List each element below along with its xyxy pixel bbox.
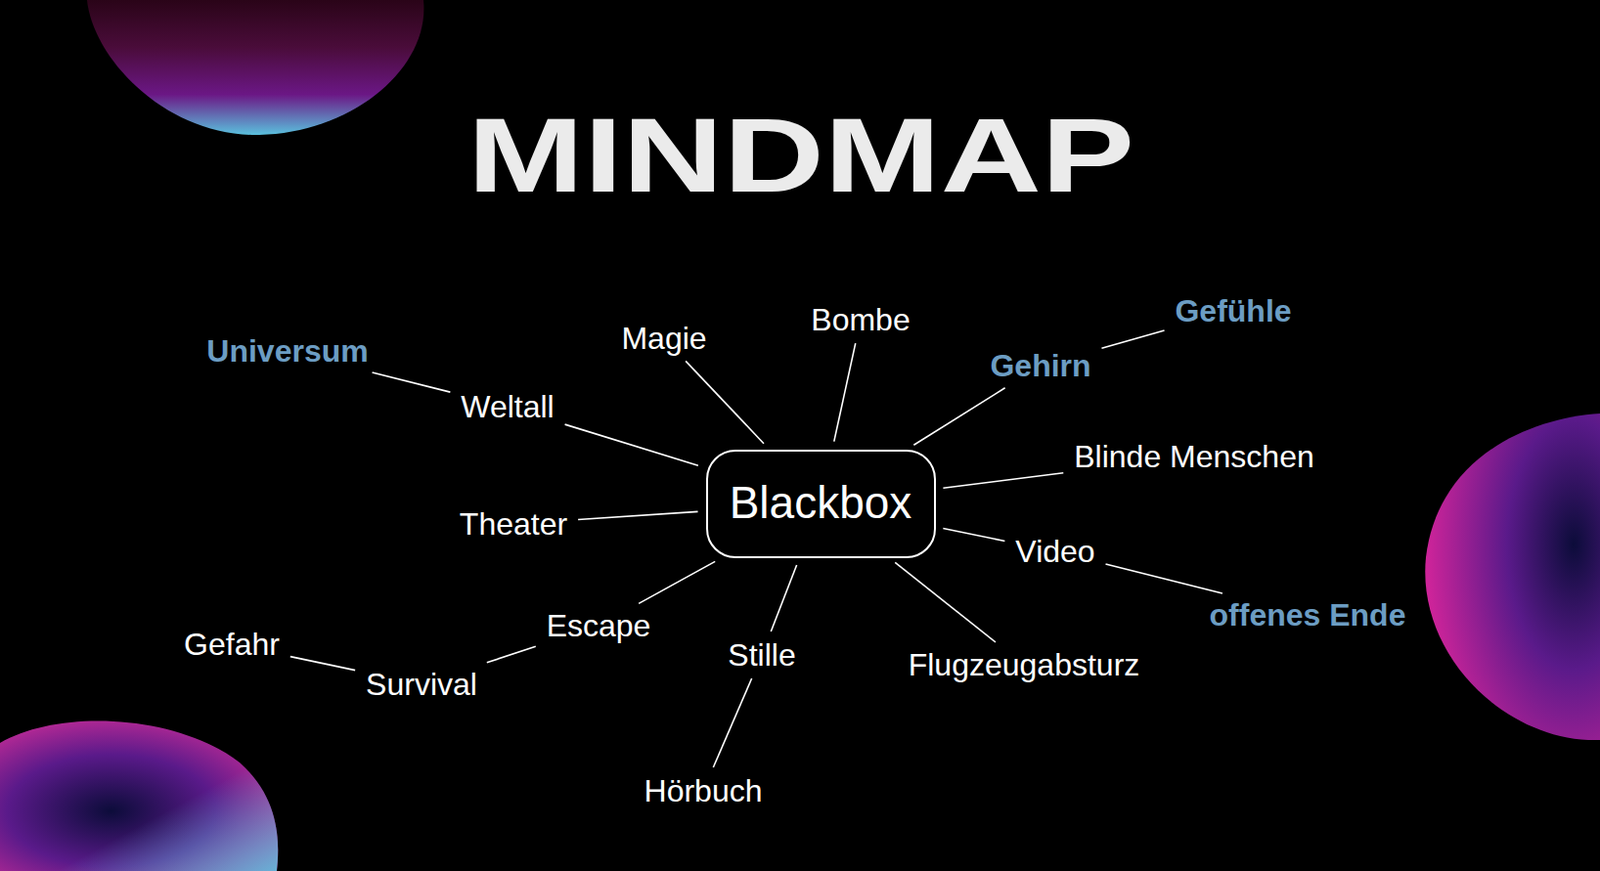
topic-word: Blinde Menschen bbox=[1066, 436, 1322, 478]
topic-word: Gehirn bbox=[981, 345, 1099, 387]
title: MINDMAP bbox=[467, 102, 1135, 209]
topic-word: Hörbuch bbox=[636, 770, 771, 812]
topic-word: Magie bbox=[613, 317, 714, 359]
topic-word: offenes Ende bbox=[1201, 594, 1415, 636]
node-label: Video bbox=[1015, 533, 1095, 571]
branch-line bbox=[913, 388, 1005, 445]
central-box: Blackbox bbox=[706, 449, 936, 559]
branch-line bbox=[942, 529, 1005, 542]
branch-line bbox=[1106, 564, 1223, 594]
node-label: Gefühle bbox=[1174, 292, 1291, 330]
branch-line bbox=[638, 561, 715, 604]
branch-line bbox=[1101, 330, 1164, 349]
topic-word: Universum bbox=[198, 330, 376, 372]
topic-word: Gefahr bbox=[176, 623, 288, 666]
branch-line bbox=[712, 678, 752, 768]
blob-right bbox=[1424, 413, 1600, 741]
node-label: offenes Ende bbox=[1209, 596, 1407, 634]
node-label: Blinde Menschen bbox=[1073, 438, 1314, 476]
blob-bottom-left-glow bbox=[0, 720, 278, 871]
node-label: Flugzeugabsturz bbox=[908, 646, 1141, 684]
branch-line bbox=[577, 511, 698, 520]
topic-word: Video bbox=[1007, 531, 1103, 573]
blob-top-left bbox=[87, 0, 424, 135]
branch-line bbox=[565, 424, 699, 466]
node-label: Blackbox bbox=[729, 476, 913, 531]
node-label: Bombe bbox=[810, 301, 910, 339]
node-label: Survival bbox=[365, 666, 478, 704]
branch-line bbox=[487, 646, 536, 664]
topic-word: Flugzeugabsturz bbox=[900, 644, 1149, 686]
node-label: Gefahr bbox=[183, 625, 280, 664]
branch-line bbox=[770, 565, 797, 632]
node-label: Magie bbox=[621, 319, 707, 357]
node-label: Stille bbox=[727, 636, 796, 674]
topic-word: Bombe bbox=[802, 299, 918, 341]
topic-word: Theater bbox=[451, 503, 576, 545]
topic-word: Survival bbox=[357, 664, 486, 706]
branch-line bbox=[372, 372, 451, 393]
node-label: Hörbuch bbox=[644, 772, 763, 810]
branch-line bbox=[834, 343, 856, 443]
node-label: Weltall bbox=[460, 388, 554, 426]
node-label: Theater bbox=[459, 505, 568, 543]
topic-word: Escape bbox=[538, 605, 660, 647]
branch-line bbox=[685, 360, 764, 444]
node-label: Escape bbox=[546, 607, 652, 645]
branch-line bbox=[290, 657, 356, 671]
blob-bottom-left bbox=[0, 720, 278, 871]
branch-line bbox=[894, 562, 996, 642]
topic-word: Weltall bbox=[452, 386, 562, 428]
branch-line bbox=[942, 473, 1064, 489]
node-label: Universum bbox=[206, 332, 368, 370]
topic-word: Stille bbox=[719, 634, 803, 676]
topic-word: Gefühle bbox=[1166, 290, 1299, 332]
node-label: Gehirn bbox=[989, 347, 1091, 385]
